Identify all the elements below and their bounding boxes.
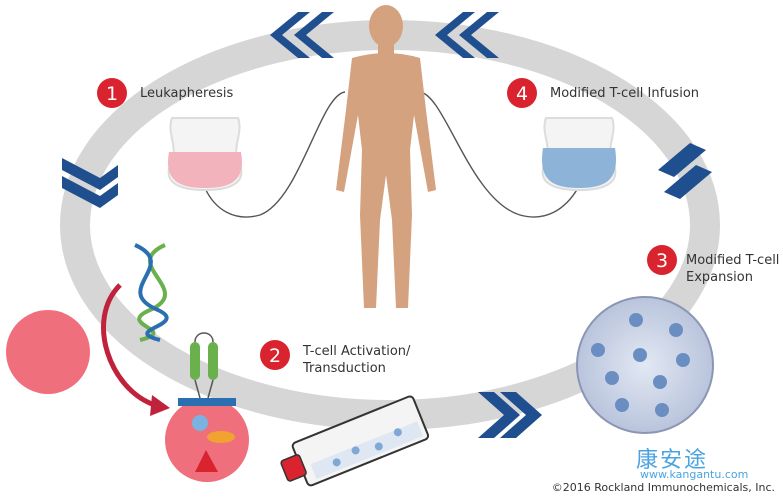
step-label-3-line1: Modified T-cell (686, 253, 780, 268)
step-number-4: 4 (516, 83, 528, 105)
step-label-1: Leukapheresis (140, 86, 234, 101)
culture-flask-icon (280, 395, 430, 487)
blood-bag-icon (167, 117, 243, 192)
step-number-2: 2 (269, 345, 281, 367)
dna-helix-icon (134, 243, 169, 342)
human-body-icon (336, 5, 436, 308)
step-label-3-line2: Expansion (686, 270, 753, 285)
step-number-3: 3 (656, 250, 668, 272)
tube-right (419, 91, 579, 218)
step-label-2: T-cell Activation/ Transduction (303, 343, 410, 377)
watermark-url: www.kangantu.com (640, 468, 749, 481)
tube-left (204, 91, 346, 218)
chevron-arrow-icon (435, 12, 499, 58)
blood-bag-icon (541, 117, 617, 192)
step-badge-4 (507, 78, 537, 108)
curved-arrow (101, 283, 156, 408)
copyright-notice: ©2016 Rockland Immunochemicals, Inc. (551, 481, 775, 494)
step-label-2-line1: T-cell Activation/ (303, 344, 411, 359)
chevron-arrow-icon (478, 392, 542, 438)
watermark-chinese: 康安途 (636, 448, 709, 473)
step-label-4: Modified T-cell Infusion (550, 86, 700, 101)
petri-dish-icon (576, 296, 714, 434)
chevron-arrow-icon (270, 12, 334, 58)
step-number-1: 1 (106, 83, 118, 105)
chevron-arrow-icon (62, 158, 118, 208)
step-badge-2 (260, 340, 290, 370)
transduced-cell-icon (165, 398, 249, 482)
cell-icon (6, 310, 90, 394)
step-label-2-line2: Transduction (303, 361, 386, 376)
step-badge-3 (647, 245, 677, 275)
curved-arrow-head (150, 395, 170, 416)
chevron-arrow-icon (658, 143, 712, 199)
step-label-3: Modified T-cell Expansion (686, 252, 779, 286)
receptor-icon (190, 332, 218, 399)
step-badge-1 (97, 78, 127, 108)
